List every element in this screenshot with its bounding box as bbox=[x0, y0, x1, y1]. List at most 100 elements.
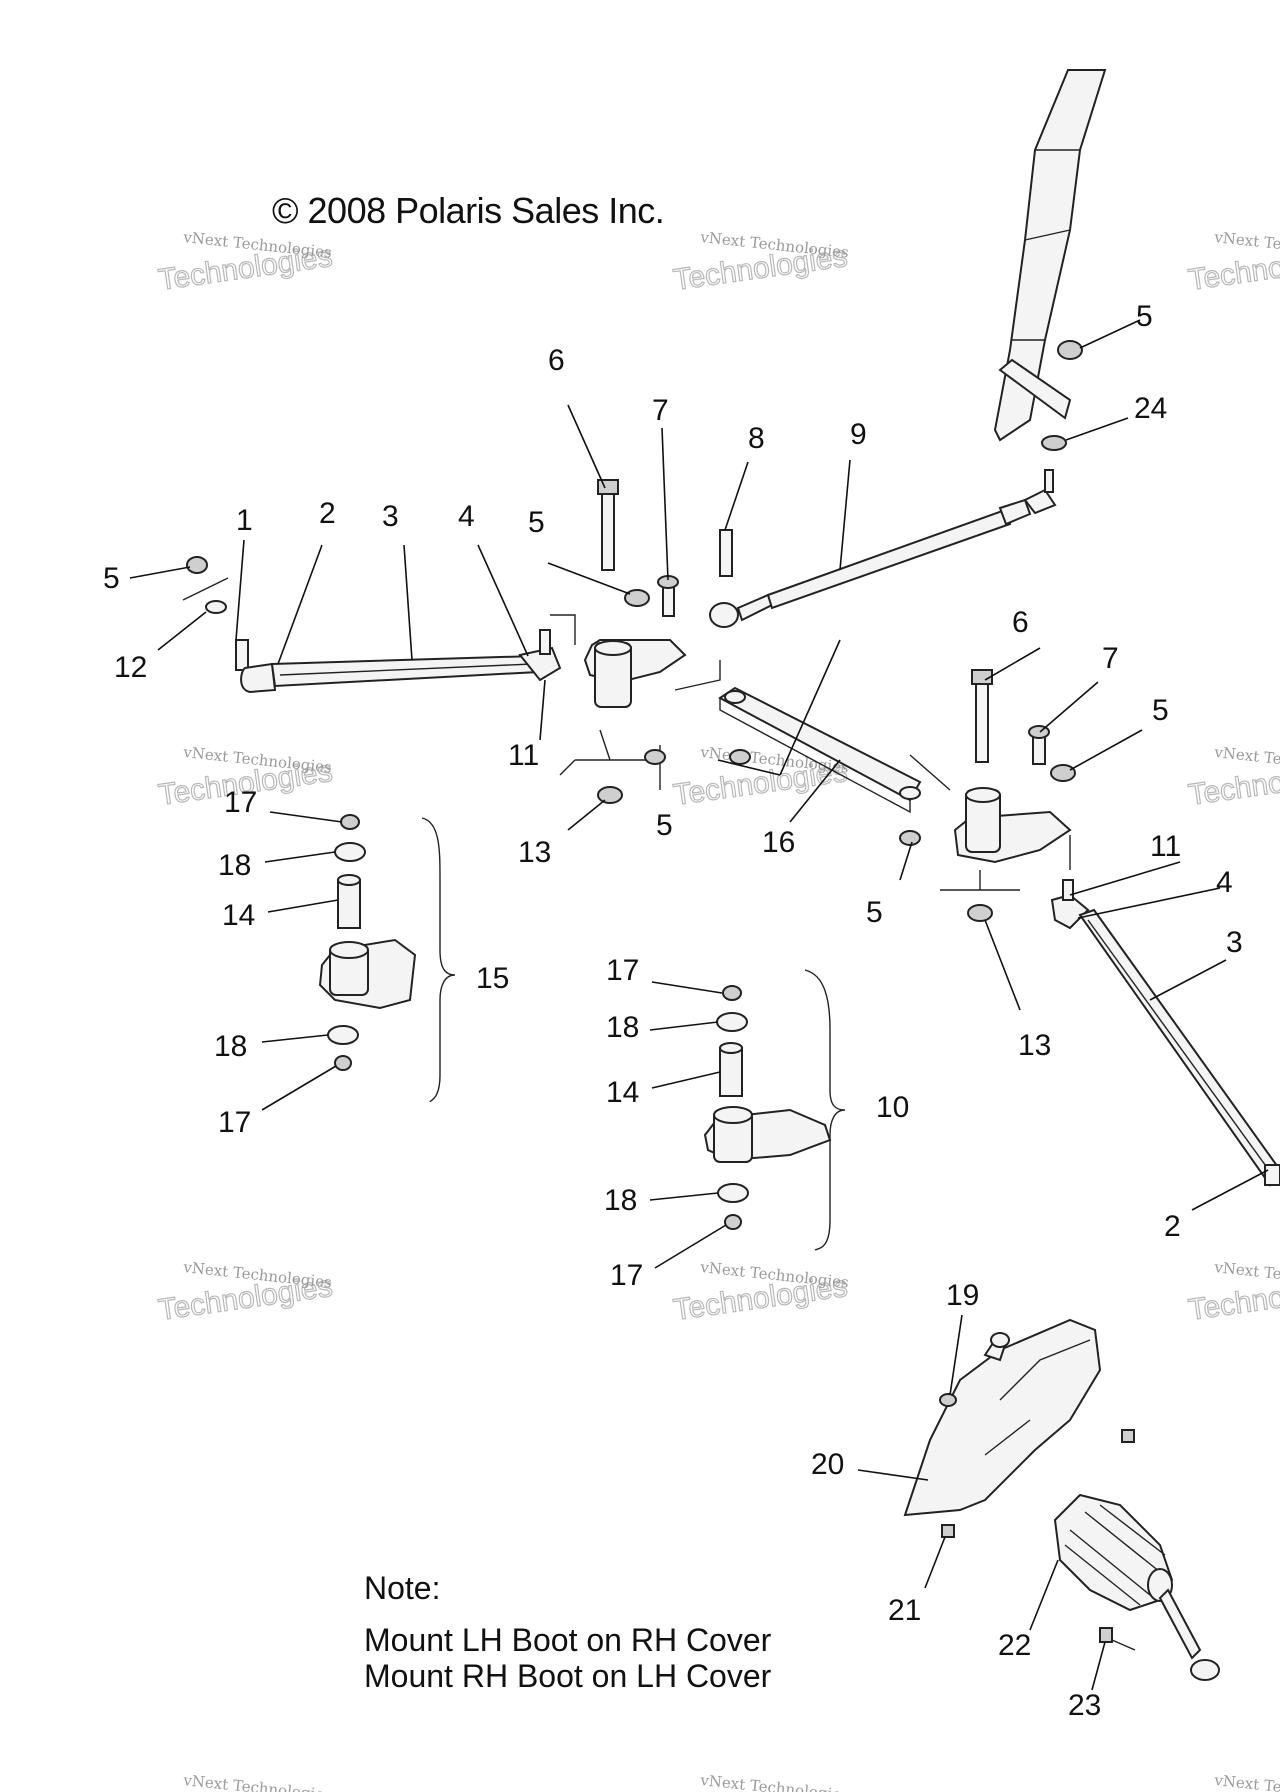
callout-20: 20 bbox=[811, 1448, 844, 1481]
bolt-6-right bbox=[975, 679, 989, 763]
callout-5-right: 5 bbox=[1152, 694, 1169, 727]
svg-text:vNext Technologies: vNext Technologies bbox=[699, 1771, 850, 1792]
callout-16: 16 bbox=[762, 826, 795, 859]
callout-13-left: 13 bbox=[518, 836, 551, 869]
callout-22: 22 bbox=[998, 1629, 1031, 1662]
screw-21 bbox=[941, 1524, 955, 1538]
callout-14-left: 14 bbox=[222, 899, 255, 932]
assembly-note: Note: Mount LH Boot on RH Cover Mount RH… bbox=[364, 1570, 771, 1694]
screw-19 bbox=[939, 1393, 957, 1407]
watermark-mid-right: Technologies vNext Technologies bbox=[1186, 743, 1280, 813]
left-tie-rod-assembly bbox=[182, 556, 562, 694]
callout-15: 15 bbox=[476, 962, 509, 995]
washer-24 bbox=[1041, 435, 1067, 451]
idler-kit-15 bbox=[318, 814, 456, 1103]
callout-18-center-top: 18 bbox=[606, 1011, 639, 1044]
nut-17-top-b bbox=[722, 985, 742, 1001]
svg-text:vNext Technologies: vNext Technologies bbox=[182, 1771, 333, 1792]
steering-column bbox=[993, 69, 1107, 442]
idler-kit-10 bbox=[703, 969, 846, 1251]
nut-5-left-lower bbox=[644, 749, 666, 765]
callout-4-left: 4 bbox=[458, 500, 475, 533]
callout-18-left-bottom: 18 bbox=[214, 1030, 247, 1063]
bushing-14 bbox=[337, 879, 361, 929]
note-line-1: Mount LH Boot on RH Cover bbox=[364, 1622, 772, 1658]
tie-rod-end-left bbox=[240, 662, 277, 694]
nut-13-left bbox=[597, 786, 623, 804]
nut-5-left-top bbox=[624, 589, 650, 607]
callout-11-left: 11 bbox=[508, 739, 539, 772]
watermark-bottom-center: vNext Technologies bbox=[699, 1771, 850, 1792]
watermark-lower-right: Technologies vNext Technologies bbox=[1186, 1258, 1280, 1328]
callout-12: 12 bbox=[114, 651, 147, 684]
callout-17-center-top: 17 bbox=[606, 954, 639, 987]
callout-24: 24 bbox=[1134, 392, 1167, 425]
nut-13-right bbox=[967, 904, 993, 922]
bracket-15 bbox=[421, 817, 456, 1103]
callout-8: 8 bbox=[748, 422, 765, 455]
callout-3-left: 3 bbox=[382, 500, 399, 533]
watermark-top-right: Technologies vNext Technologies bbox=[1186, 228, 1280, 298]
nut-5-top bbox=[1057, 340, 1083, 360]
nut-left bbox=[186, 556, 208, 574]
bracket-10 bbox=[804, 969, 846, 1251]
clip-23 bbox=[1099, 1627, 1113, 1643]
callout-numbers: 5 12 1 2 3 4 5 6 7 8 9 5 24 11 13 5 16 6… bbox=[103, 300, 1243, 1722]
drag-link bbox=[709, 340, 1083, 628]
leader-lines bbox=[129, 319, 1269, 1691]
center-link bbox=[718, 686, 951, 814]
tie-rod-left bbox=[270, 654, 540, 688]
nut-17-bottom bbox=[334, 1055, 352, 1071]
callout-6-right: 6 bbox=[1012, 606, 1029, 639]
callout-6-left: 6 bbox=[548, 344, 565, 377]
callout-10: 10 bbox=[876, 1091, 909, 1124]
spacer-18-bottom bbox=[327, 1025, 359, 1045]
nut-17-bottom-b bbox=[724, 1214, 742, 1230]
callout-3-right: 3 bbox=[1226, 926, 1243, 959]
callout-1: 1 bbox=[236, 504, 253, 537]
spacer-18-bottom-b bbox=[717, 1183, 749, 1203]
note-heading: Note: bbox=[364, 1570, 441, 1606]
callout-18-left-top: 18 bbox=[218, 849, 251, 882]
svg-text:vNext Technologies: vNext Technologies bbox=[1213, 1771, 1280, 1792]
callout-7-left: 7 bbox=[652, 394, 669, 427]
note-line-2: Mount RH Boot on LH Cover bbox=[364, 1658, 772, 1694]
nut-5-right bbox=[1050, 764, 1076, 782]
right-tie-rod-assembly bbox=[1050, 879, 1280, 1187]
callout-17-left-top: 17 bbox=[224, 786, 257, 819]
boot-cover-assembly bbox=[903, 1318, 1220, 1681]
callout-23: 23 bbox=[1068, 1689, 1101, 1722]
callout-11-right: 11 bbox=[1150, 830, 1181, 863]
callout-19: 19 bbox=[946, 1279, 979, 1312]
callout-17-center-bottom: 17 bbox=[610, 1259, 643, 1292]
watermark-lower-left: Technologies vNext Technologies bbox=[156, 1258, 335, 1328]
bolt-8 bbox=[719, 529, 733, 577]
watermark-top-center: Technologies vNext Technologies bbox=[671, 228, 850, 298]
callout-5-top-right: 5 bbox=[1136, 300, 1153, 333]
callout-2-left: 2 bbox=[319, 497, 336, 530]
watermark-bottom-right: vNext Technologies bbox=[1213, 1771, 1280, 1792]
right-idler-arm bbox=[899, 669, 1076, 922]
spacer-18-top bbox=[334, 842, 366, 862]
callout-2-right: 2 bbox=[1164, 1210, 1181, 1243]
callout-17-left-bottom: 17 bbox=[218, 1106, 251, 1139]
left-idler-arm bbox=[550, 479, 751, 804]
callout-9: 9 bbox=[850, 418, 867, 451]
callout-5-center-top: 5 bbox=[528, 506, 545, 539]
watermark-bottom-left: vNext Technologies bbox=[182, 1771, 333, 1792]
callout-7-right: 7 bbox=[1102, 642, 1119, 675]
watermark-lower-center: Technologies vNext Technologies bbox=[671, 1258, 850, 1328]
callout-5-center-bottom: 5 bbox=[656, 809, 673, 842]
watermark-top-left: Technologies vNext Technologies bbox=[156, 228, 335, 298]
bushing-14-b bbox=[719, 1047, 743, 1097]
bolt-6-left bbox=[601, 489, 615, 571]
callout-14-center: 14 bbox=[606, 1076, 639, 1109]
washer-left bbox=[205, 600, 227, 614]
callout-5-left: 5 bbox=[103, 562, 120, 595]
callout-5-lower-center: 5 bbox=[866, 896, 883, 929]
callout-21: 21 bbox=[888, 1594, 921, 1627]
callout-18-center-bottom: 18 bbox=[604, 1184, 637, 1217]
ball-joint-stud-left bbox=[235, 639, 249, 671]
copyright-text: © 2008 Polaris Sales Inc. bbox=[272, 190, 665, 231]
nut-17-top bbox=[340, 814, 360, 830]
